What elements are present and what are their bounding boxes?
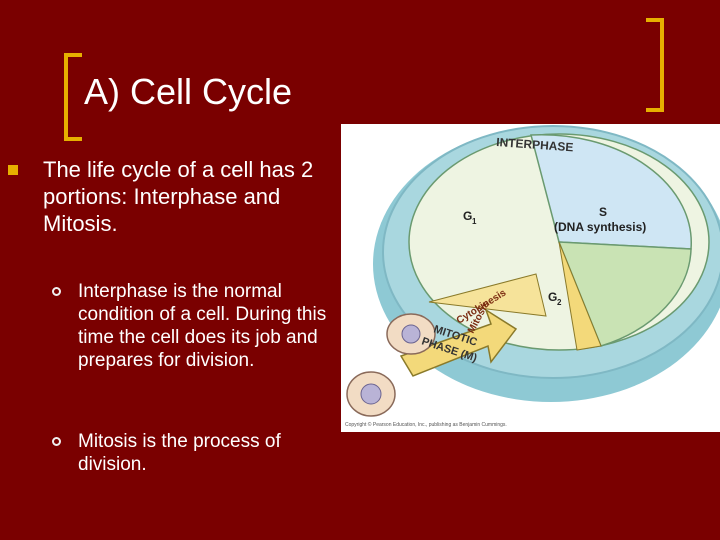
s-label: S <box>599 205 607 219</box>
nucleus-icon <box>401 324 421 344</box>
cell-cycle-diagram: INTERPHASE G 1 S (DNA synthesis) G 2 Cyt… <box>345 125 720 428</box>
bullet-square-icon <box>8 165 18 175</box>
mitosis-band <box>428 273 547 317</box>
g2-sector <box>557 241 692 347</box>
mitotic-wedge <box>558 241 602 351</box>
s-sector <box>530 133 692 250</box>
title-bracket-right <box>646 18 664 112</box>
g1-label: G <box>463 209 472 223</box>
sub-bullet-mitosis: Mitosis is the process of division. <box>78 431 281 475</box>
sub-bullet-interphase: Interphase is the normal condition of a … <box>78 281 327 371</box>
g2-subscript: 2 <box>557 298 562 307</box>
main-bullet-text: The life cycle of a cell has 2 portions:… <box>43 157 314 236</box>
s-description: (DNA synthesis) <box>554 220 646 234</box>
nucleus-icon <box>360 383 382 405</box>
g1-subscript: 1 <box>472 217 477 226</box>
copyright-text: Copyright © Pearson Education, Inc., pub… <box>345 421 507 428</box>
slide-title: A) Cell Cycle <box>84 71 293 112</box>
sub-bullet-circle-icon <box>52 287 61 296</box>
interphase-label: INTERPHASE <box>496 135 574 154</box>
g2-label: G <box>548 290 557 304</box>
title-bracket-left <box>64 53 82 141</box>
sub-bullet-circle-icon <box>52 437 61 446</box>
cell-cycle-figure: INTERPHASE G 1 S (DNA synthesis) G 2 Cyt… <box>341 124 720 432</box>
